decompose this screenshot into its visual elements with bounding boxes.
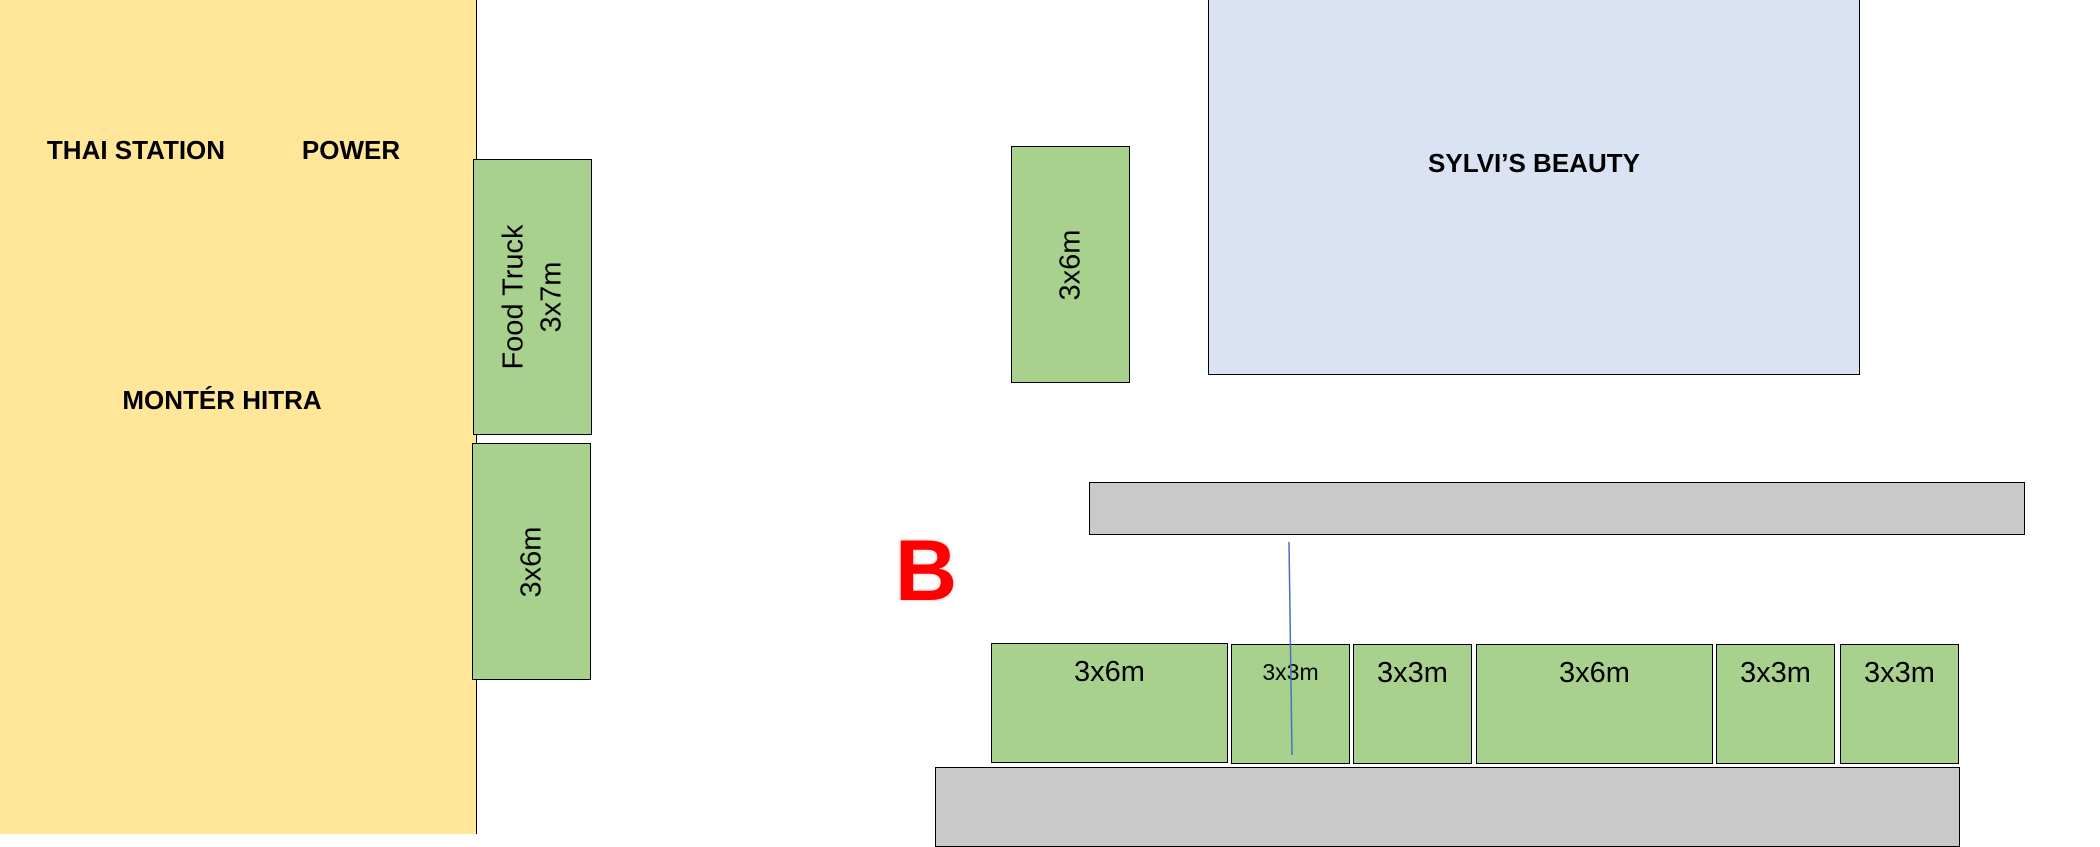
stall-middle-vertical: 3x6m: [1011, 146, 1130, 383]
label-power: POWER: [301, 135, 401, 165]
label-monter-hitra: MONTÉR HITRA: [122, 385, 322, 415]
row-stall-6: 3x3m: [1840, 644, 1959, 764]
row-stall-5: 3x3m: [1716, 644, 1835, 764]
zone-label-b: B: [895, 523, 958, 619]
food-truck-label: Food Truck: [497, 224, 530, 370]
label-sylvis-beauty: SYLVI’S BEAUTY: [1428, 148, 1640, 178]
left-building: [0, 0, 477, 834]
label-thai-station: THAI STATION: [46, 135, 226, 165]
row-stall-4-label: 3x6m: [1559, 657, 1630, 689]
row-stall-1: 3x6m: [991, 643, 1228, 763]
row-stall-2: 3x3m: [1231, 644, 1350, 764]
stall-middle-vertical-label: 3x6m: [1054, 229, 1087, 300]
walkway-lower: [935, 767, 1960, 847]
row-stall-1-label: 3x6m: [1074, 656, 1145, 688]
row-stall-5-label: 3x3m: [1740, 657, 1811, 689]
row-stall-4: 3x6m: [1476, 644, 1713, 764]
stall-left-lower-label: 3x6m: [515, 526, 548, 597]
row-stall-3: 3x3m: [1353, 644, 1472, 764]
sylvis-beauty-building: [1208, 0, 1860, 375]
stall-left-lower: 3x6m: [472, 443, 591, 680]
row-stall-6-label: 3x3m: [1864, 657, 1935, 689]
walkway-upper: [1089, 482, 2025, 535]
row-stall-2-label: 3x3m: [1262, 659, 1319, 685]
food-truck-stall: Food Truck 3x7m: [473, 159, 592, 435]
food-truck-size: 3x7m: [535, 261, 568, 333]
row-stall-3-label: 3x3m: [1377, 657, 1448, 689]
